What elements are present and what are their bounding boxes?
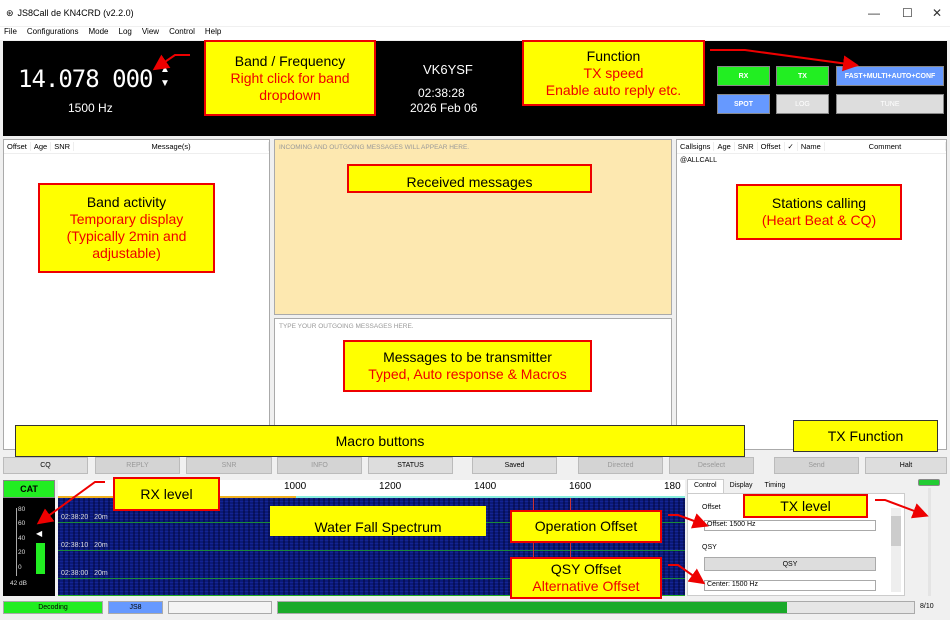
col-name[interactable]: Name <box>798 142 825 151</box>
waterfall-timestamp: 02:38:10 20m <box>61 542 108 549</box>
ruler-tick: 1600 <box>569 481 592 492</box>
saved-button[interactable]: Saved <box>472 457 557 474</box>
app-icon: ⊛ <box>6 7 14 18</box>
qsy-label: QSY <box>702 544 717 551</box>
menu-view[interactable]: View <box>141 27 160 36</box>
qsy-button[interactable]: QSY <box>704 557 876 571</box>
offset-spinbox[interactable]: Offset: 1500 Hz <box>704 520 876 531</box>
mode-indicator: JS8 <box>108 601 163 614</box>
menu-mode[interactable]: Mode <box>88 27 109 36</box>
ruler-tick: 180 <box>664 481 681 492</box>
col-age[interactable]: Age <box>31 142 52 151</box>
header-panel: 14.078 000 ▲▼ 1500 Hz VK6YSF 02:38:28 20… <box>3 41 947 136</box>
info-button[interactable]: INFO <box>277 457 362 474</box>
rx-level-meter: 80 60 40 20 0 ◀ 42 dB <box>3 498 55 596</box>
menu-file[interactable]: File <box>4 27 17 36</box>
col-check[interactable]: ✓ <box>785 142 798 151</box>
tx-level-slider[interactable] <box>928 488 931 596</box>
menu-log[interactable]: Log <box>118 27 132 36</box>
menu-bar: File Configurations Mode Log View Contro… <box>0 27 950 40</box>
meter-tick: 60 <box>18 520 26 527</box>
cq-button[interactable]: CQ <box>3 457 88 474</box>
col-callsigns[interactable]: Callsigns <box>677 142 715 151</box>
level-marker-icon: ◀ <box>36 529 43 538</box>
frequency-display[interactable]: 14.078 000 <box>18 65 153 93</box>
frequency-stepper[interactable]: ▲▼ <box>160 64 170 89</box>
col-offset[interactable]: Offset <box>4 142 31 151</box>
waterfall-timestamp: 02:38:20 20m <box>61 514 108 521</box>
center-spinbox[interactable]: Center: 1500 Hz <box>704 580 876 591</box>
waterfall-timestamp: 02:38:00 20m <box>61 570 108 577</box>
ruler-tick: 1400 <box>474 481 497 492</box>
callsign: VK6YSF <box>423 62 473 77</box>
utc-time: 02:38:28 <box>418 86 465 100</box>
menu-help[interactable]: Help <box>204 27 222 36</box>
speed-mode-button[interactable]: FAST+MULTI+AUTO+CONF <box>836 66 944 86</box>
meter-tick: 20 <box>18 549 26 556</box>
ruler-tick: 1200 <box>379 481 402 492</box>
close-button[interactable]: ✕ <box>932 6 943 20</box>
call-row-allcall[interactable]: @ALLCALL <box>680 157 718 164</box>
meter-tick: 40 <box>18 535 26 542</box>
offset-label: Offset <box>702 504 721 511</box>
annotation-waterfall: Water Fall Spectrum <box>270 506 486 536</box>
col-snr[interactable]: SNR <box>51 142 75 151</box>
log-button[interactable]: LOG <box>776 94 829 114</box>
tab-display[interactable]: Display <box>729 482 753 489</box>
col-snr[interactable]: SNR <box>735 142 758 151</box>
minimize-button[interactable]: — <box>868 6 880 20</box>
tx-offset-marker[interactable] <box>533 498 571 596</box>
annotation-macro: Macro buttons <box>15 425 745 457</box>
directed-button[interactable]: Directed <box>578 457 663 474</box>
col-age[interactable]: Age <box>714 142 735 151</box>
send-button[interactable]: Send <box>774 457 859 474</box>
rx-level-text: 42 dB <box>10 580 27 587</box>
halt-button[interactable]: Halt <box>865 457 947 474</box>
tab-control[interactable]: Control <box>687 479 724 493</box>
meter-tick: 80 <box>18 506 26 513</box>
maximize-button[interactable]: ☐ <box>902 6 913 20</box>
tx-button[interactable]: TX <box>776 66 829 86</box>
status-blank <box>168 601 272 614</box>
annotation-txlevel: TX level <box>743 494 868 518</box>
deselect-button[interactable]: Deselect <box>669 457 754 474</box>
menu-control[interactable]: Control <box>169 27 195 36</box>
window-title: JS8Call de KN4CRD (v2.2.0) <box>17 8 134 18</box>
annotation-opoffset: Operation Offset <box>510 510 662 543</box>
tx-progress-bar <box>277 601 915 614</box>
annotation-txfunc: TX Function <box>793 420 938 452</box>
col-messages[interactable]: Message(s) <box>74 142 269 151</box>
control-scrollbar[interactable] <box>891 508 901 592</box>
spot-button[interactable]: SPOT <box>717 94 770 114</box>
col-comment[interactable]: Comment <box>825 142 946 151</box>
annotation-received: Received messages <box>347 164 592 193</box>
decoding-indicator: Decoding <box>3 601 103 614</box>
ruler-tick: 1000 <box>284 481 307 492</box>
tx-level-handle[interactable] <box>918 479 940 486</box>
rx-level-bar <box>36 543 45 574</box>
annotation-rxlevel: RX level <box>113 477 220 511</box>
annotation-stations: Stations calling(Heart Beat & CQ) <box>736 184 902 240</box>
title-bar: ⊛ JS8Call de KN4CRD (v2.2.0) — ☐ ✕ <box>0 0 950 26</box>
cat-indicator[interactable]: CAT <box>3 480 55 498</box>
utc-date: 2026 Feb 06 <box>410 101 478 115</box>
status-button[interactable]: STATUS <box>368 457 453 474</box>
col-offset[interactable]: Offset <box>758 142 785 151</box>
rx-button[interactable]: RX <box>717 66 770 86</box>
snr-button[interactable]: SNR <box>186 457 272 474</box>
reply-button[interactable]: REPLY <box>95 457 180 474</box>
offset-display: 1500 Hz <box>68 101 113 115</box>
tune-button[interactable]: TUNE <box>836 94 944 114</box>
tab-timing[interactable]: Timing <box>764 482 786 489</box>
meter-tick: 0 <box>18 564 22 571</box>
progress-text: 8/10 <box>920 603 934 610</box>
menu-configurations[interactable]: Configurations <box>26 27 79 36</box>
